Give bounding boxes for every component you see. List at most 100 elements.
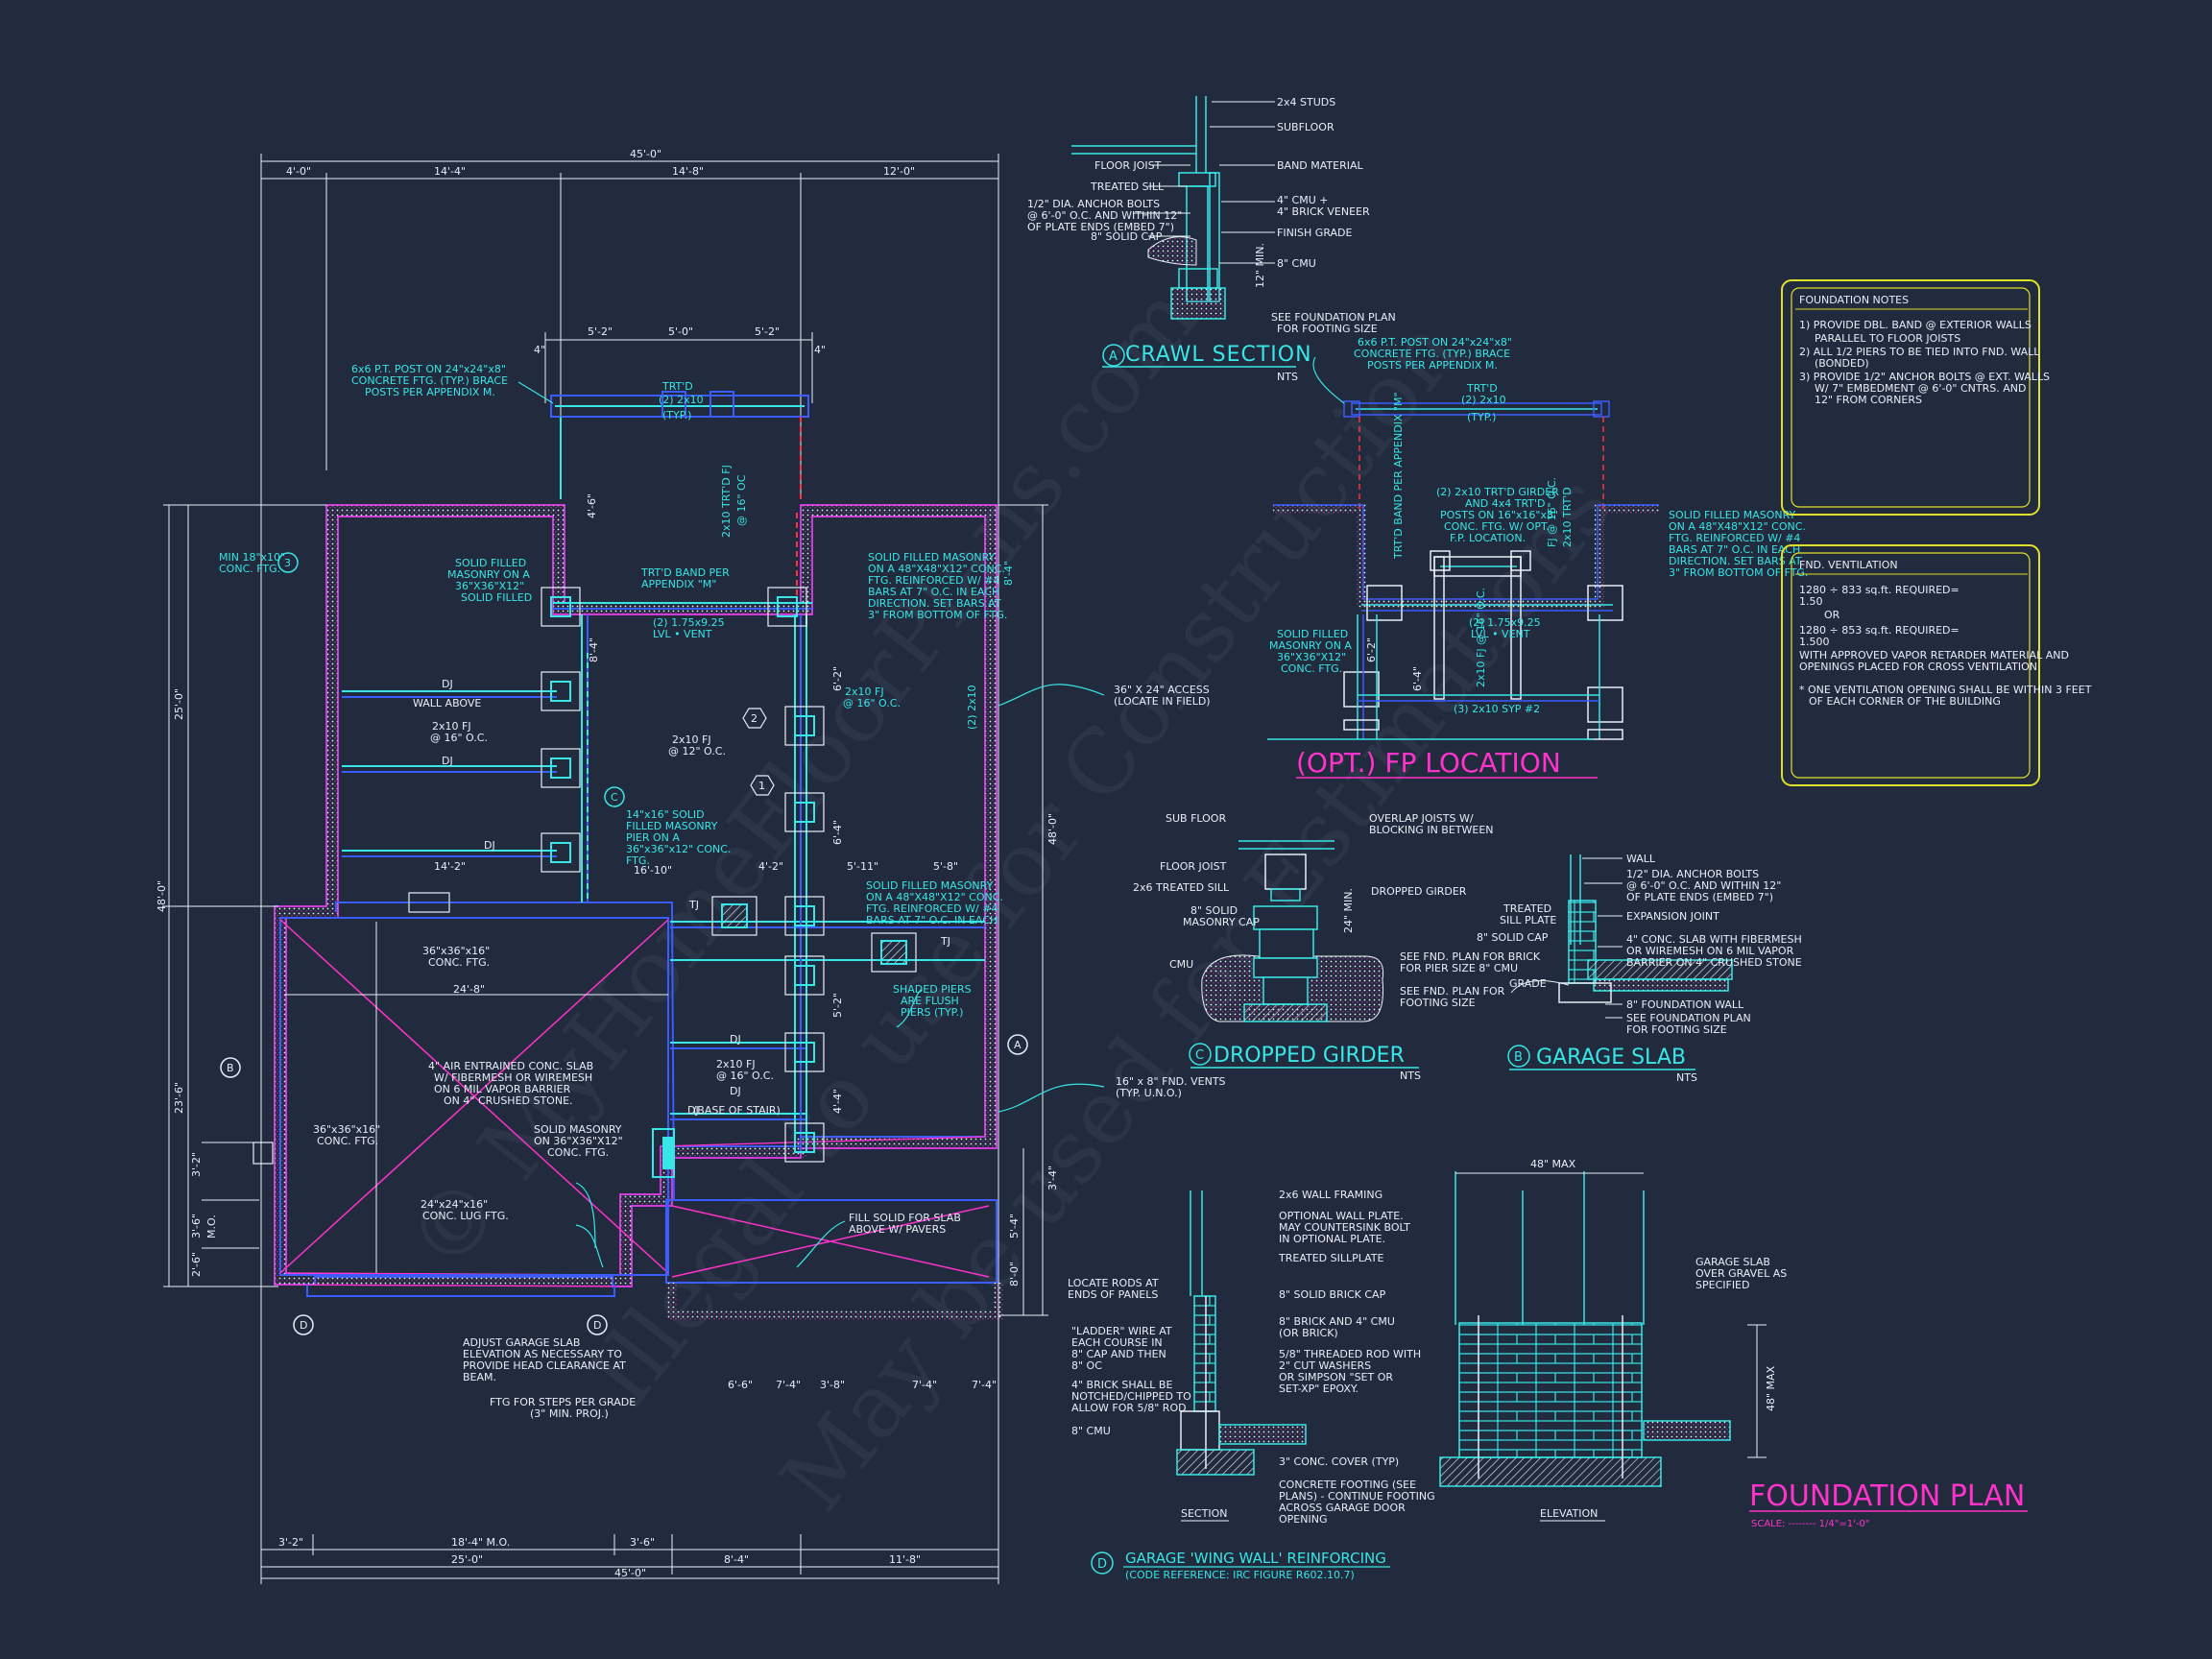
dim-bottom-1: 3'-2" bbox=[278, 1536, 303, 1549]
label-base-stair: (BASE OF STAIR) bbox=[693, 1104, 781, 1117]
dim-6-4: 6'-4" bbox=[831, 820, 844, 845]
crawl-label-11: 8" SOLID CAP bbox=[1091, 230, 1163, 243]
note-pier-4: 36"x36"x12" CONC. bbox=[626, 843, 731, 855]
label-dj-1: DJ bbox=[442, 678, 453, 690]
dim-bottom-4: 8'-4" bbox=[724, 1553, 749, 1566]
dim-3-8: 3'-8" bbox=[820, 1379, 845, 1391]
note-2x10-right: (2) 2x10 bbox=[966, 685, 978, 730]
note-right-solid-5: DIRECTION. SET BARS AT bbox=[868, 597, 1001, 610]
fp-label-9: CONC. FTG. W/ OPT. bbox=[1444, 520, 1550, 533]
note-slab-2: W/ FIBERMESH OR WIREMESH bbox=[434, 1071, 592, 1084]
dim-7-4-c: 7'-4" bbox=[972, 1379, 997, 1391]
dim-left-5: 3'-6" bbox=[190, 1214, 203, 1238]
dim-4-2: 4'-2" bbox=[758, 860, 783, 873]
wing-label-15: 2" CUT WASHERS bbox=[1279, 1359, 1371, 1372]
dim-top-4: 12'-0" bbox=[883, 165, 915, 178]
dim-top-2: 14'-4" bbox=[434, 165, 466, 178]
note-adjust-4: BEAM. bbox=[463, 1371, 496, 1383]
dim-porch-5: 4" bbox=[814, 344, 826, 356]
dim-bottom-overall: 45'-0" bbox=[614, 1567, 646, 1579]
notes-title: FOUNDATION NOTES bbox=[1799, 294, 1909, 306]
wing-label-13: 8" OC bbox=[1071, 1359, 1102, 1372]
note-solid-masonry-2: ON 36"X36"X12" bbox=[534, 1135, 623, 1147]
wing-label-21: 8" CMU bbox=[1071, 1425, 1111, 1437]
girder-label-0: SUB FLOOR bbox=[1166, 812, 1226, 825]
girder-label-9: SEE FND. PLAN FOR BRICK bbox=[1400, 950, 1541, 963]
note-vents-1: 16" x 8" FND. VENTS bbox=[1116, 1075, 1226, 1088]
porch-beam-label-1: TRT'D bbox=[661, 380, 693, 393]
dim-5-11: 5'-11" bbox=[847, 860, 878, 873]
dim-7-4-a: 7'-4" bbox=[776, 1379, 801, 1391]
fp-label-22: 6'-2" bbox=[1365, 637, 1378, 662]
label-fj-stair-1: 2x10 FJ bbox=[716, 1058, 756, 1070]
note-access-1: 36" X 24" ACCESS bbox=[1114, 684, 1210, 696]
label-fj-stair-2: @ 16" O.C. bbox=[716, 1070, 774, 1082]
fp-label-7: AND 4x4 TRT'D bbox=[1465, 497, 1546, 510]
label-fj-left-2: @ 16" O.C. bbox=[430, 732, 488, 744]
vent-line-6: OPENINGS PLACED FOR CROSS VENTILATION bbox=[1799, 661, 2037, 673]
plan-tags: 3 2 1 C B A D D bbox=[220, 552, 1028, 1335]
note-trtd-fj: 2x10 TRT'D FJ bbox=[720, 465, 733, 538]
vent-line-3: 1280 ÷ 853 sq.ft. REQUIRED= bbox=[1799, 624, 1960, 637]
dim-14-2: 14'-2" bbox=[434, 860, 466, 873]
dim-4-6: 4'-6" bbox=[586, 493, 598, 518]
gslab-title: GARAGE SLAB bbox=[1536, 1046, 1686, 1070]
piers bbox=[252, 587, 917, 1178]
fp-label-18: (2) 1.75x9.25 bbox=[1469, 616, 1541, 629]
girder-label-2: BLOCKING IN BETWEEN bbox=[1369, 824, 1494, 836]
crawl-label-13: 12" MIN. bbox=[1254, 243, 1266, 288]
fp-label-14: SOLID FILLED bbox=[1277, 628, 1348, 640]
crawl-label-4: TREATED SILL bbox=[1090, 180, 1165, 193]
note-vent-right: 8'-4" bbox=[1002, 561, 1015, 586]
notes-line-5: W/ 7" EMBEDMENT @ 6'-0" CNTRS. AND bbox=[1815, 382, 2026, 395]
plan-title: FOUNDATION PLAN bbox=[1749, 1479, 2025, 1513]
dim-6-2: 6'-2" bbox=[831, 666, 844, 691]
label-dj-3: DJ bbox=[484, 839, 495, 852]
dim-left-2: 23'-6" bbox=[173, 1082, 185, 1114]
girder-label-5: DROPPED GIRDER bbox=[1371, 885, 1467, 898]
fp-label-11: TRT'D BAND PER APPENDIX "M" bbox=[1392, 392, 1405, 560]
wing-label-3: IN OPTIONAL PLATE. bbox=[1279, 1233, 1385, 1245]
wing-label-19: NOTCHED/CHIPPED TO bbox=[1071, 1390, 1191, 1403]
girder-nts: NTS bbox=[1400, 1070, 1421, 1082]
note-pier-1: 14"x16" SOLID bbox=[626, 808, 705, 821]
crawl-label-8: 4" CMU + bbox=[1277, 194, 1329, 206]
label-dj-2: DJ bbox=[442, 755, 453, 767]
wing-label-6: ENDS OF PANELS bbox=[1068, 1288, 1158, 1301]
note-solid-1: SOLID FILLED bbox=[455, 557, 526, 569]
wing-label-31: SPECIFIED bbox=[1695, 1279, 1749, 1291]
fp-label-8: POSTS ON 16"x16"x8" bbox=[1440, 509, 1558, 521]
note-lvl-2: LVL • VENT bbox=[653, 628, 712, 640]
sheet-title-block: FOUNDATION PLAN SCALE: -------- 1/4"=1'-… bbox=[1749, 1479, 2028, 1529]
notes-line-0: 1) PROVIDE DBL. BAND @ EXTERIOR WALLS bbox=[1799, 319, 2032, 331]
dim-bottom-mo: 18'-4" M.O. bbox=[451, 1536, 510, 1549]
crawl-tag: A bbox=[1109, 349, 1118, 364]
note-band-1: TRT'D BAND PER bbox=[640, 566, 730, 579]
fp-label-13: 2x10 TRT'D bbox=[1561, 487, 1574, 547]
fp-label-0: 6x6 P.T. POST ON 24"x24"x8" bbox=[1358, 336, 1512, 349]
note-conc-ftg-1: 36"x36"x16" bbox=[313, 1123, 380, 1136]
girder-label-1: OVERLAP JOISTS W/ bbox=[1369, 812, 1474, 825]
wing-label-18: 4" BRICK SHALL BE bbox=[1071, 1379, 1172, 1391]
note-fill-2: ABOVE W/ PAVERS bbox=[849, 1223, 946, 1236]
wing-label-9: (OR BRICK) bbox=[1279, 1327, 1338, 1339]
girder-label-8: CMU bbox=[1169, 958, 1193, 971]
dim-8-4: 8'-4" bbox=[588, 637, 600, 662]
fp-labels: 6x6 P.T. POST ON 24"x24"x8" CONCRETE FTG… bbox=[1269, 336, 1808, 715]
note-solid-4: SOLID FILLED bbox=[461, 591, 532, 604]
tag-1: 1 bbox=[758, 780, 765, 792]
crawl-label-6: @ 6'-0" O.C. AND WITHIN 12" bbox=[1027, 209, 1182, 222]
note-fill-1: FILL SOLID FOR SLAB bbox=[849, 1212, 961, 1224]
note-band-2: APPENDIX "M" bbox=[641, 578, 716, 590]
dim-porch-2: 5'-0" bbox=[668, 325, 693, 338]
label-wall-above: WALL ABOVE bbox=[413, 697, 481, 709]
note-shaded-1: SHADED PIERS bbox=[893, 983, 972, 996]
note-solid-2: MASONRY ON A bbox=[447, 568, 530, 581]
fp-label-19: LVL • VENT bbox=[1471, 628, 1530, 640]
gslab-label-9: OR WIREMESH ON 6 MIL VAPOR bbox=[1626, 945, 1794, 957]
fp-label-5: (TYP.) bbox=[1467, 411, 1496, 423]
crawl-label-10: FINISH GRADE bbox=[1277, 227, 1353, 239]
wing-label-4: TREATED SILLPLATE bbox=[1278, 1252, 1384, 1264]
crawl-nts: NTS bbox=[1277, 371, 1298, 383]
dim-16-10: 16'-10" bbox=[634, 864, 672, 877]
